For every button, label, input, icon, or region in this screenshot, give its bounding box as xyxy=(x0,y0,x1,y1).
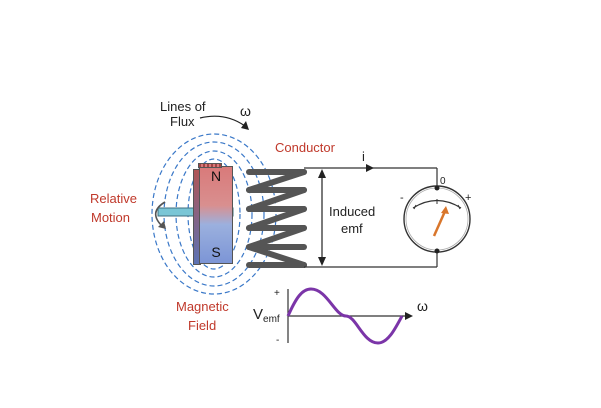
graph-minus-label: - xyxy=(276,335,280,346)
emf-arrow-up-icon xyxy=(318,169,326,178)
vemf-symbol: V xyxy=(253,306,264,323)
meter-minus-label: - xyxy=(400,192,404,204)
bar-magnet xyxy=(199,166,233,264)
lines-of-flux-label-line2: Flux xyxy=(170,114,195,129)
emf-arrow-down-icon xyxy=(318,257,326,266)
galvanometer-icon xyxy=(403,185,471,254)
relative-motion-label-line2: Motion xyxy=(91,210,131,225)
current-arrow-icon xyxy=(366,164,374,172)
magnetic-field-label-line2: Field xyxy=(188,318,217,333)
magnetic-field-label-line1: Magnetic xyxy=(176,299,229,314)
rotation-arrowhead-icon xyxy=(241,121,249,130)
curved-arrow-icon xyxy=(154,201,166,227)
induced-emf-label-line2: emf xyxy=(341,221,363,236)
flux-line-1 xyxy=(151,133,277,295)
graph-plus-label: + xyxy=(274,288,280,299)
graph-omega-label: ω xyxy=(417,298,428,314)
rotation-arrow-icon xyxy=(199,115,246,127)
current-label: i xyxy=(362,149,365,164)
conductor-label: Conductor xyxy=(275,140,335,155)
coil xyxy=(246,169,307,268)
curved-arrowhead-icon xyxy=(158,221,166,229)
vemf-label: Vemf xyxy=(253,306,280,328)
induced-emf-label-line1: Induced xyxy=(329,204,376,219)
emf-graph xyxy=(286,287,413,345)
pole-north-label: N xyxy=(210,168,222,184)
pole-south-label: S xyxy=(211,244,221,260)
omega-label: ω xyxy=(240,103,251,119)
meter-needle xyxy=(432,208,448,237)
relative-motion-label-line1: Relative xyxy=(90,191,137,206)
magnet-top xyxy=(198,163,222,168)
vemf-subscript: emf xyxy=(263,314,280,325)
meter-zero-label: 0 xyxy=(440,176,446,187)
meter-plus-label: + xyxy=(465,192,472,204)
sine-wave xyxy=(286,287,404,345)
lines-of-flux-label-line1: Lines of xyxy=(160,99,206,114)
